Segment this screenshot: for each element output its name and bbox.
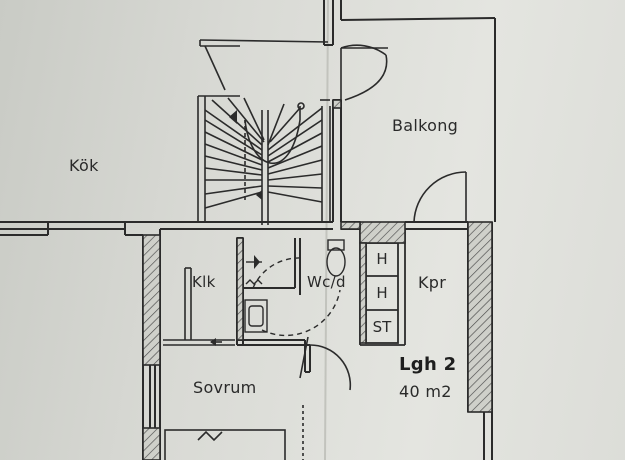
pantry-door <box>413 171 467 223</box>
hatched-walls <box>142 99 493 460</box>
wc-door <box>252 257 341 337</box>
bedroom-door <box>299 336 352 391</box>
room-label-kitchen: Kök <box>69 156 99 175</box>
room-label-balcony: Balkong <box>392 116 459 135</box>
appliance-label-h1: H <box>376 250 388 268</box>
kitchen-wall <box>323 0 334 46</box>
balcony-door <box>340 44 388 101</box>
room-label-closet: Klk <box>192 273 216 291</box>
room-label-pantry: Kpr <box>418 273 447 292</box>
balcony-outline <box>340 0 496 222</box>
appliance-label-h2: H <box>376 284 388 302</box>
staircase <box>197 39 331 225</box>
bed <box>164 405 304 460</box>
closet-partition <box>163 267 235 346</box>
apartment-area: 40 m2 <box>399 382 452 401</box>
room-label-bedroom: Sovrum <box>193 378 257 397</box>
appliance-label-st: ST <box>372 318 392 336</box>
apartment-name: Lgh 2 <box>399 354 457 375</box>
main-horizontal-wall <box>0 221 468 236</box>
room-label-wc: Wc/d <box>307 273 346 291</box>
stair-balcony-wall <box>332 99 342 222</box>
wc-fixtures <box>244 239 346 333</box>
